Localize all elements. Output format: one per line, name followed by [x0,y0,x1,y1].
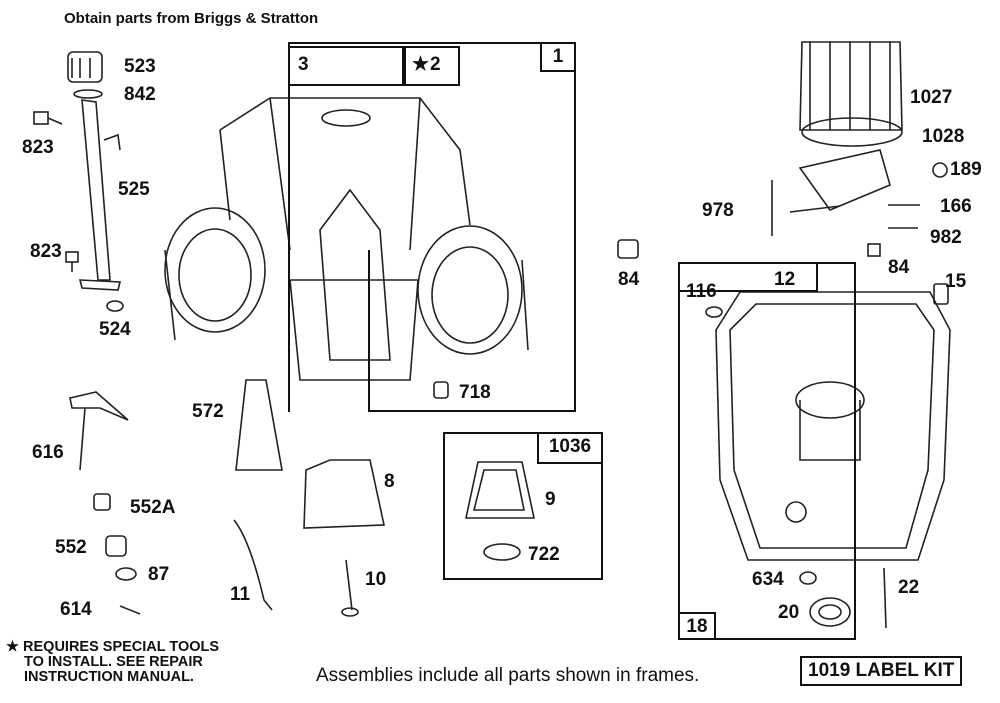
part-10: 10 [365,569,387,590]
frame-1 [288,42,576,412]
part-87: 87 [148,564,170,585]
frame-1036-tag: 1036 [537,432,603,464]
gasket-9-drawing [465,461,535,519]
cylinder-block-drawing [164,97,529,381]
governor-lever-drawing [69,391,141,615]
part-84-b: 84 [888,257,910,278]
part-978: 978 [702,200,734,221]
part-84: 84 [618,269,640,290]
part-20: 20 [778,602,800,623]
frame-1036 [443,432,603,580]
frame-1-tag: 1 [540,42,576,72]
part-552: 552 [55,537,87,558]
part-1027: 1027 [910,87,953,108]
frame-18-top [678,262,818,292]
note-line-1: REQUIRES SPECIAL TOOLS [23,639,220,655]
part-572: 572 [192,401,224,422]
label-kit-box: 1019 LABEL KIT [800,656,963,686]
bolt-823-drawing [33,111,79,272]
part-22: 22 [898,577,920,598]
part-524: 524 [99,319,131,340]
frame-1-lower [368,250,576,412]
part-634: 634 [752,569,784,590]
part-842: 842 [124,84,156,105]
part-9: 9 [545,489,556,510]
footer-text: Assemblies include all parts shown in fr… [316,665,700,686]
star-icon: ★ [6,639,19,655]
part-982: 982 [930,227,962,248]
callout-3: 3 [298,54,309,75]
oil-fill-cap-drawing [67,51,124,312]
callout-12: 12 [774,269,796,290]
part-15: 15 [945,271,967,292]
part-1028: 1028 [922,126,965,147]
part-718: 718 [459,382,491,403]
part-189: 189 [950,159,982,180]
part-823-b: 823 [30,241,62,262]
part-614: 614 [60,599,92,620]
callout-2: 2 [430,54,441,75]
part-722: 722 [528,544,560,565]
part-552a: 552A [130,497,176,518]
special-tools-note: ★ REQUIRES SPECIAL TOOLS TO INSTALL. SEE… [6,640,219,685]
callout-3-box [288,46,404,86]
part-8: 8 [384,471,395,492]
part-616: 616 [32,442,64,463]
crankcase-cover-drawing [705,291,951,629]
part-823: 823 [22,137,54,158]
frame-18-tag: 18 [678,612,716,640]
note-line-2: TO INSTALL. SEE REPAIR [24,654,203,670]
part-523: 523 [124,56,156,77]
callout-2-star: ★ [412,54,430,75]
part-11: 11 [230,584,251,605]
part-166: 166 [940,196,972,217]
note-line-3: INSTRUCTION MANUAL. [24,669,194,685]
header-text: Obtain parts from Briggs & Stratton [64,10,319,27]
air-guide-drawing [233,379,385,617]
oil-filter-drawing [617,41,949,305]
part-116: 116 [686,281,717,302]
callout-2-box [404,46,460,86]
part-525: 525 [118,179,150,200]
